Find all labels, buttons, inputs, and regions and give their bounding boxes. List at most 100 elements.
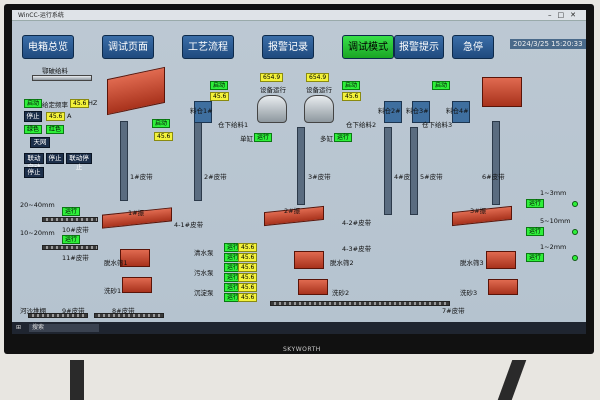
bin-1-label: 料仓1# <box>190 107 213 115</box>
cone-crusher-single[interactable] <box>257 95 287 123</box>
belt-4-label: 4#皮带 <box>394 173 417 181</box>
bin4-start[interactable]: 启动 <box>432 81 451 90</box>
pump-1-value: 45.6 <box>238 243 258 252</box>
feeder-current: 45.6 <box>46 112 66 121</box>
bin-3-label: 料仓3# <box>406 107 429 115</box>
feeder-hz-label: 给定频率 <box>42 101 68 109</box>
belt-7-label: 7#皮带 <box>442 307 465 315</box>
bin-4-label: 料仓4# <box>446 107 469 115</box>
belt-1-label: 1#皮带 <box>130 173 153 181</box>
belt-10 <box>42 217 98 222</box>
nav-emergency-stop[interactable]: 急停 <box>452 35 494 59</box>
belt-5-label: 5#皮带 <box>420 173 443 181</box>
belt-10-run[interactable]: 运行 <box>62 207 81 216</box>
feeder-sky[interactable]: 天网 <box>30 137 50 148</box>
cone-current-1: 45.6 <box>210 92 230 101</box>
nav-cabinet-overview[interactable]: 电箱总览 <box>22 35 74 59</box>
nav-debug-mode[interactable]: 调试模式 <box>342 35 394 59</box>
washer-3-label: 洗砂3 <box>460 289 478 297</box>
cone-multi-run[interactable]: 运行 <box>334 133 353 142</box>
jaw-crusher[interactable] <box>107 66 165 116</box>
cone-crusher-multi[interactable] <box>304 95 334 123</box>
right-belt-1-run[interactable]: 运行 <box>526 199 545 208</box>
control-link-start[interactable]: 联动启动 <box>24 153 44 171</box>
washer-1[interactable] <box>122 277 152 293</box>
pump-4-value: 45.6 <box>238 273 258 282</box>
belt-2-label: 2#皮带 <box>204 173 227 181</box>
nav-debug-page[interactable]: 调试页面 <box>102 35 154 59</box>
belt-8 <box>94 313 164 318</box>
start-button[interactable]: ⊞ <box>16 324 22 331</box>
belt-13-label: 4-2#皮带 <box>342 219 372 227</box>
window-controls[interactable]: –□✕ <box>548 11 582 19</box>
belt-14-label: 4-3#皮带 <box>342 245 372 253</box>
feeder-under-1: 仓下给料1 <box>218 121 249 129</box>
cone-single-run[interactable]: 运行 <box>254 133 273 142</box>
screen-2-label: 2#振 <box>284 207 301 215</box>
bin-1 <box>194 101 212 123</box>
cone-multi-label: 多缸 <box>320 135 333 143</box>
dewater-2[interactable] <box>294 251 324 269</box>
nav-process-flow[interactable]: 工艺流程 <box>182 35 234 59</box>
feeder-stop[interactable]: 停止 <box>24 111 42 122</box>
washer-2[interactable] <box>298 279 328 295</box>
feeder-start[interactable]: 启动 <box>24 99 43 108</box>
pump-title-1: 清水泵 <box>194 249 214 257</box>
bin2-current: 45.6 <box>342 92 362 101</box>
belt-6-label: 6#皮带 <box>482 173 505 181</box>
right-belt-3-run[interactable]: 运行 <box>526 253 545 262</box>
nav-alarm-log[interactable]: 报警记录 <box>262 35 314 59</box>
product-20-40: 20~40mm <box>20 201 55 209</box>
bin-3 <box>412 101 430 123</box>
tv-brand: SKYWORTH <box>283 346 321 353</box>
belt-2-vertical <box>194 121 202 201</box>
right-pile-1-lamp <box>572 201 578 207</box>
jaw-start[interactable]: 启动 <box>152 119 171 128</box>
monitor-stand-right <box>497 360 527 400</box>
feeder-under-2: 仓下给料2 <box>346 121 377 129</box>
feeder-current-unit: A <box>67 112 72 120</box>
feeder-mode-green[interactable]: 绿色 <box>24 125 43 134</box>
cone-top-label-2: 设备运行 <box>306 86 332 94</box>
bin2-start[interactable]: 启动 <box>342 81 361 90</box>
product-10-20: 10~20mm <box>20 229 55 237</box>
product-5-10: 5~10mm <box>540 217 571 225</box>
right-pile-3-lamp <box>572 255 578 261</box>
pump-3-value: 45.6 <box>238 263 258 272</box>
monitor-stand-left <box>70 360 84 400</box>
dewater-3[interactable] <box>486 251 516 269</box>
sand-maker[interactable] <box>482 77 522 107</box>
feeder-mode-red[interactable]: 红色 <box>46 125 65 134</box>
nav-alarm-hint[interactable]: 报警提示 <box>394 35 444 59</box>
belt-11 <box>42 245 98 250</box>
right-pile-2-lamp <box>572 229 578 235</box>
dewater-1[interactable] <box>120 249 150 267</box>
feeder-hz-unit: HZ <box>88 99 98 107</box>
right-belt-2-run[interactable]: 运行 <box>526 227 545 236</box>
washer-1-label: 洗砂1 <box>104 287 122 295</box>
product-1-2: 1~2mm <box>540 243 567 251</box>
washer-3[interactable] <box>488 279 518 295</box>
hmi-canvas: 电箱总览 调试页面 工艺流程 报警记录 调试模式 报警提示 急停 2024/3/… <box>12 21 586 322</box>
pump-5-value: 45.6 <box>238 283 258 292</box>
dewater-3-label: 脱水筛3 <box>460 259 484 267</box>
bin-2-label: 料仓2# <box>378 107 401 115</box>
feeder-name: 鄂破给料 <box>42 67 68 75</box>
control-link-stop[interactable]: 联动停止 <box>66 153 92 171</box>
belt-7 <box>270 301 450 306</box>
belt-9-label: 9#皮带 <box>62 307 85 315</box>
belt-4-vertical <box>384 127 392 215</box>
feeder-hz-value[interactable]: 45.6 <box>70 99 90 108</box>
bin-4 <box>452 101 470 123</box>
belt-11-run[interactable]: 运行 <box>62 235 81 244</box>
window-title: WinCC-运行系统 <box>18 12 64 19</box>
dewater-2-label: 脱水筛2 <box>330 259 354 267</box>
bin-2 <box>384 101 402 123</box>
product-1-3: 1~3mm <box>540 189 567 197</box>
belt-6-vertical <box>492 121 500 205</box>
taskbar-search[interactable]: 搜索 <box>28 323 99 332</box>
control-stop-2[interactable]: 停止 <box>24 167 44 178</box>
cone-start-1[interactable]: 启动 <box>210 81 229 90</box>
pump-6-value: 45.6 <box>238 293 258 302</box>
control-stop-1[interactable]: 停止 <box>46 153 64 164</box>
